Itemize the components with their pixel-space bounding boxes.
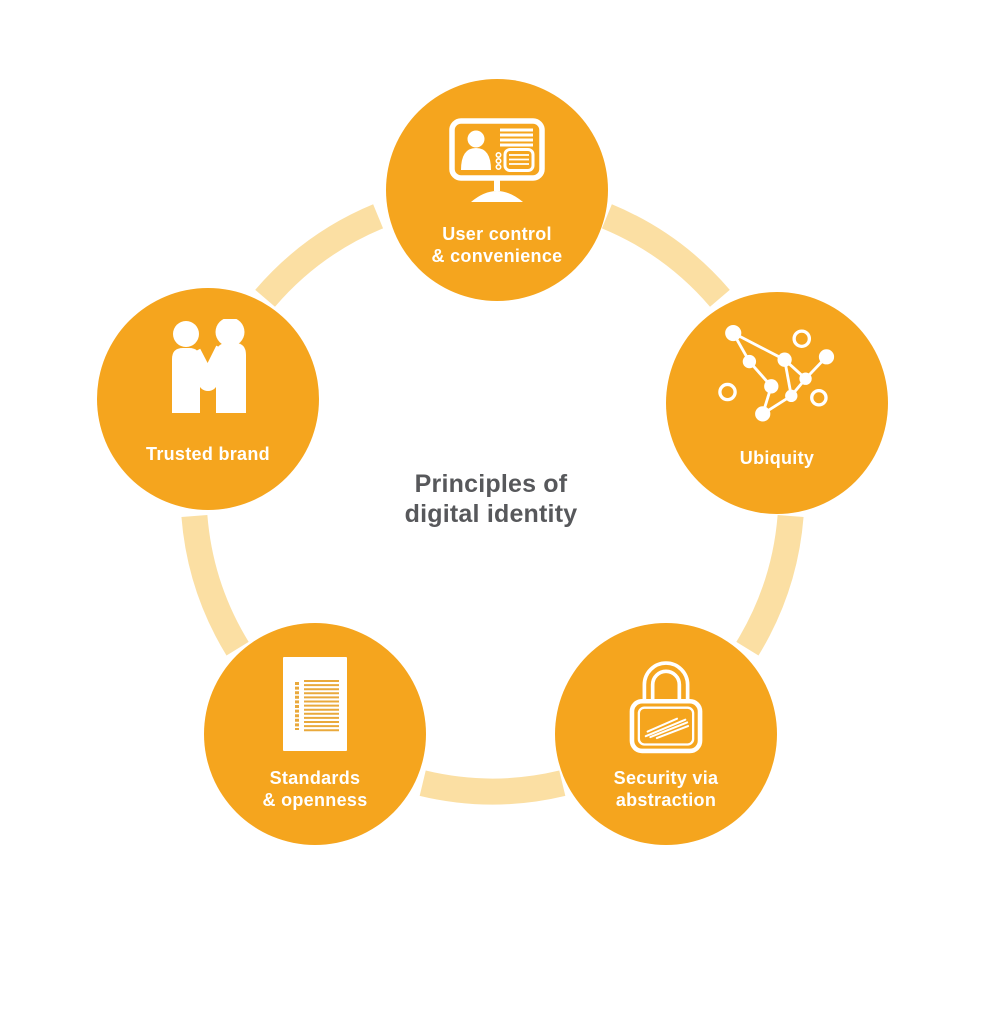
network-nodes-icon [718,324,835,422]
title-line-2: digital identity [404,500,578,528]
ring-arc-left [181,514,249,656]
label-line-1: Ubiquity [739,448,815,468]
label-line-1: Security via [613,768,719,788]
node-label: User control & convenience [386,212,608,278]
label-line-2: & convenience [431,246,563,266]
node-label: Standards & openness [204,756,426,822]
node-security-via-abstraction: Security via abstraction [555,623,777,845]
ring-arc-top-right [601,204,730,307]
node-trusted-brand: Trusted brand [97,288,319,510]
id-card-monitor-icon [449,118,545,202]
title-line-1: Principles of [414,470,568,498]
label-line-2: abstraction [615,790,717,810]
label-line-1: Standards [269,768,361,788]
handshake-people-icon [172,319,246,413]
ring-arc-bottom [419,770,566,805]
node-label: Trusted brand [97,421,319,487]
node-user-control: User control & convenience [386,79,608,301]
diagram-title: Principles of digital identity [405,469,578,529]
ring-arc-top-left [255,204,384,307]
document-icon [283,657,347,751]
node-ubiquity: Ubiquity [666,292,888,514]
node-label: Ubiquity [666,425,888,491]
ring-arc-right [736,514,804,656]
label-line-2: & openness [262,790,368,810]
node-standards-openness: Standards & openness [204,623,426,845]
node-label: Security via abstraction [555,756,777,822]
padlock-icon [629,661,703,754]
label-line-1: Trusted brand [146,444,270,464]
label-line-1: User control [442,224,552,244]
